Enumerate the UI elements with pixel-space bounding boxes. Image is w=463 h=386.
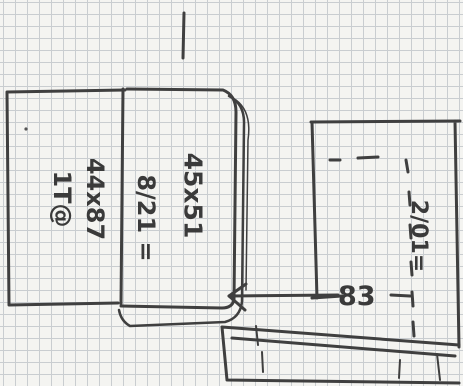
panel-b-size: 45x51: [181, 136, 206, 256]
panel-c-ratio: 2/01=: [407, 191, 429, 281]
panel-c-outline: [311, 121, 460, 347]
panel-b-ratio: 8/21 =: [134, 163, 158, 273]
top-tick-mark: [183, 13, 184, 58]
dimension-arrow-line: [229, 295, 338, 296]
dimension-label: 83: [338, 283, 376, 310]
panel-a-note: 1T@: [50, 149, 74, 249]
dimension-arrow-tail: [391, 295, 410, 296]
panel-c-dash-top: [330, 157, 378, 160]
panel-a-size: 44x87: [83, 144, 107, 254]
stray-dot: [24, 127, 27, 130]
panel-divider: [121, 89, 123, 304]
